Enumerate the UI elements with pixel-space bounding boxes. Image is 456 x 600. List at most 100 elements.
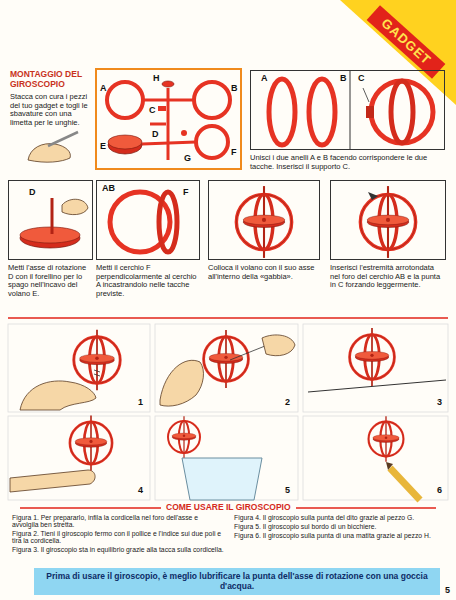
figure-cells	[303, 324, 448, 412]
parts-sprue	[194, 82, 230, 118]
rings-drawing	[269, 71, 433, 149]
figure-cells	[155, 416, 298, 500]
figure-6	[390, 468, 420, 500]
parts-sprue	[150, 123, 166, 126]
parts-sprue	[162, 81, 174, 87]
part-letter: A	[261, 74, 268, 83]
callout-number: 1	[138, 398, 143, 407]
figure-1	[20, 381, 96, 410]
parts-sprue	[107, 82, 143, 118]
figure-caption: Figura 5. Il giroscopio sul bordo di un …	[234, 523, 446, 530]
step-panel: ABCUnisci i due anelli A e B facendo cor…	[250, 70, 445, 150]
parts-frame: AHCBDEGF	[95, 68, 242, 170]
part-letter: A	[100, 84, 107, 93]
callout-number: 4	[138, 486, 143, 495]
figure-3	[308, 380, 446, 392]
figure-cells	[155, 324, 298, 412]
axis-flywheel-drawing	[20, 198, 88, 248]
gyroscope-assembly	[368, 192, 378, 200]
axis-flywheel-drawing	[20, 228, 80, 248]
figure-cells	[8, 324, 448, 500]
section-rule	[8, 318, 448, 508]
figure-cells	[8, 324, 150, 412]
figure-1	[94, 370, 100, 372]
figure-4	[10, 416, 112, 492]
figure-5	[168, 416, 200, 458]
figure-cells	[303, 416, 448, 500]
section-heading: COME USARE IL GIROSCOPIO	[161, 502, 296, 512]
part-letter: C	[149, 106, 156, 115]
part-letter: AB	[102, 184, 115, 193]
parts-sprue	[181, 130, 187, 136]
gyroscope-assembly	[236, 186, 291, 258]
figure-3	[350, 328, 395, 386]
figure-4	[70, 416, 112, 471]
parts-sprue	[108, 135, 142, 149]
callout-number: 3	[437, 398, 442, 407]
figure-2	[160, 360, 203, 406]
figure-4	[10, 470, 95, 492]
title: MONTAGGIO DEL GIROSCOPIO	[10, 70, 92, 90]
step-panel: ABFMetti il cerchio F perpendicolarmente…	[96, 180, 200, 260]
step-caption: Metti l'asse di rotazione D con il forel…	[8, 264, 93, 299]
rings-drawing	[309, 79, 335, 145]
part-letter: B	[340, 74, 347, 83]
hand-file-icon	[28, 132, 78, 162]
figure-1	[94, 374, 100, 376]
figure-6	[369, 416, 420, 500]
parts-sprue	[107, 81, 230, 160]
part-letter: G	[184, 154, 191, 163]
figure-6	[369, 416, 404, 461]
axis-flywheel-drawing	[62, 199, 88, 214]
step-panel: Colloca il volano con il suo asse all'in…	[208, 180, 320, 260]
figure-1	[20, 330, 120, 410]
parts-sprue	[108, 136, 142, 154]
axis-flywheel-drawing	[51, 198, 54, 234]
corner-triangle	[340, 0, 456, 105]
callout-number: 5	[285, 486, 290, 495]
figure-2	[230, 346, 265, 360]
axis-flywheel-drawing	[20, 227, 80, 243]
section-rule	[8, 317, 448, 319]
part-letter: H	[153, 74, 160, 83]
hand-file-icon	[48, 132, 78, 146]
rings-drawing	[350, 71, 351, 149]
rings-drawing	[363, 88, 369, 102]
note-band: Prima di usare il giroscopio, è meglio l…	[34, 568, 440, 595]
part-letter: D	[152, 130, 159, 139]
figure-3	[308, 328, 446, 392]
step-caption: Unisci i due anelli A e B facendo corris…	[250, 154, 445, 171]
rings-drawing	[371, 81, 433, 143]
intro-text: Stacca con cura i pezzi del tuo gadget e…	[10, 93, 92, 128]
cage-drawing	[110, 192, 177, 252]
cage-drawing	[159, 192, 177, 252]
figure-caption: Figura 6. Il giroscopio sulla punta di u…	[234, 532, 446, 539]
rings-drawing	[269, 79, 295, 145]
part-letter: D	[29, 188, 36, 197]
step-caption: Inserisci l'estremità arrotondata nel fo…	[330, 264, 446, 290]
figure-caption: Figura 4. Il giroscopio sulla punta del …	[234, 514, 446, 521]
step-panel: DMetti l'asse di rotazione D con il fore…	[8, 180, 93, 260]
figure-caption: Figura 3. Il giroscopio sta in equilibri…	[12, 546, 224, 553]
figure-cells	[8, 416, 150, 500]
step-caption: Metti il cerchio F perpendicolarmente al…	[96, 264, 200, 299]
step-panel: Inserisci l'estremità arrotondata nel fo…	[330, 180, 446, 260]
part-letter: C	[358, 74, 365, 83]
note-text: Prima di usare il giroscopio, è meglio l…	[34, 571, 440, 591]
figure-2	[262, 335, 295, 356]
page-number: 5	[445, 586, 450, 595]
step-caption: Colloca il volano con il suo asse all'in…	[208, 264, 320, 281]
gyroscope-assembly	[360, 186, 415, 258]
figure-1	[74, 330, 120, 390]
figure-caption: Figura 2. Tieni il giroscopio fermo con …	[12, 530, 224, 545]
figure-2	[204, 330, 249, 388]
parts-sprue	[142, 142, 196, 144]
parts-sprue	[196, 126, 228, 158]
figure-caption: Figura 1. Per prepararlo, infila la cord…	[12, 514, 224, 529]
part-letter: F	[183, 188, 189, 197]
part-letter: F	[231, 148, 237, 157]
gyroscope-assembly	[236, 186, 415, 258]
parts-sprue	[143, 99, 194, 102]
rings-drawing	[391, 81, 413, 143]
